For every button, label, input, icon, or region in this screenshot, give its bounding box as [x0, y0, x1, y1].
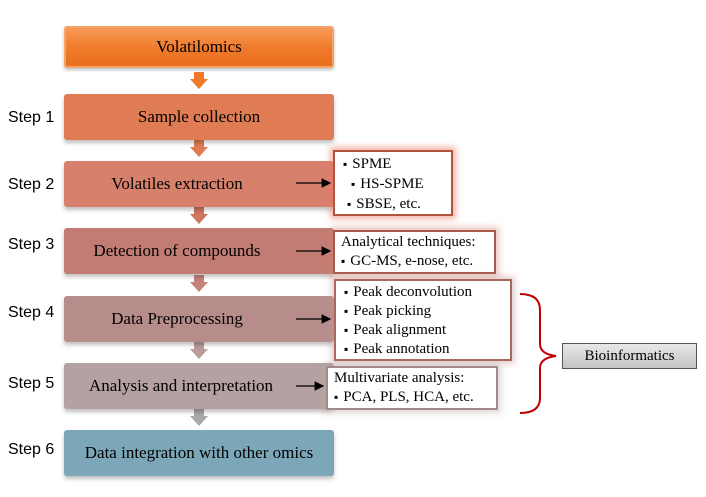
- step-1-box: Sample collection: [64, 94, 334, 140]
- step-2-box: Volatiles extraction: [64, 161, 334, 207]
- detail-item: SBSE, etc.: [343, 194, 443, 214]
- detail-item: Peak alignment: [344, 321, 502, 340]
- detail-item: HS-SPME: [343, 174, 443, 194]
- step-3-box: Detection of compounds: [64, 228, 334, 274]
- step-5-label: Step 5: [8, 375, 55, 392]
- detail-item: SPME: [343, 154, 443, 174]
- step-3-details: Analytical techniques: GC-MS, e-nose, et…: [333, 230, 496, 274]
- detail-item: Peak annotation: [344, 340, 502, 359]
- step-1-label: Step 1: [8, 109, 55, 126]
- step-2-text: Volatiles extraction: [111, 174, 243, 193]
- step-3-label: Step 3: [8, 236, 55, 253]
- detail-heading: Analytical techniques:: [341, 234, 476, 250]
- detail-heading: Multivariate analysis:: [334, 370, 465, 386]
- down-arrow-icon: [190, 72, 208, 89]
- step-6-text: Data integration with other omics: [84, 443, 314, 462]
- down-arrow-icon: [190, 207, 208, 224]
- bioinformatics-box: Bioinformatics: [562, 343, 697, 369]
- down-arrow-icon: [190, 342, 208, 359]
- detail-item: PCA, PLS, HCA, etc.: [334, 388, 490, 407]
- step-2-label: Step 2: [8, 176, 55, 193]
- step-4-details: Peak deconvolution Peak picking Peak ali…: [334, 279, 512, 361]
- step-1-text: Sample collection: [137, 107, 261, 126]
- step-3-text: Detection of compounds: [93, 241, 261, 260]
- detail-item: GC-MS, e-nose, etc.: [341, 252, 488, 271]
- step-4-box: Data Preprocessing: [64, 296, 334, 342]
- down-arrow-icon: [190, 275, 208, 292]
- step-5-text: Analysis and interpretation: [88, 376, 274, 395]
- detail-item: Peak deconvolution: [344, 283, 502, 302]
- step-5-box: Analysis and interpretation: [64, 363, 334, 409]
- step-2-details: SPME HS-SPME SBSE, etc.: [333, 150, 453, 216]
- curly-bracket-icon: [519, 293, 557, 414]
- volatilomics-title-box: Volatilomics: [64, 26, 334, 68]
- step-4-label: Step 4: [8, 304, 55, 321]
- step-6-label: Step 6: [8, 441, 55, 458]
- step-5-details: Multivariate analysis: PCA, PLS, HCA, et…: [326, 366, 498, 410]
- down-arrow-icon: [190, 140, 208, 157]
- down-arrow-icon: [190, 409, 208, 426]
- volatilomics-title: Volatilomics: [156, 37, 242, 56]
- detail-item: Peak picking: [344, 302, 502, 321]
- bioinformatics-label: Bioinformatics: [584, 347, 675, 364]
- step-6-box: Data integration with other omics: [64, 430, 334, 476]
- step-4-text: Data Preprocessing: [111, 309, 243, 328]
